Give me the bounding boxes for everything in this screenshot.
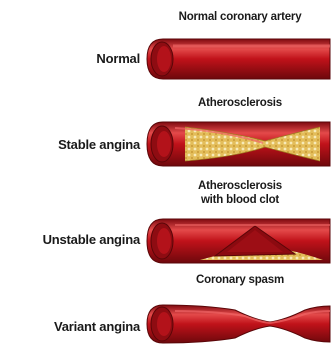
label-normal: Normal (96, 51, 140, 66)
caption-atherosclerosis: Atherosclerosis (150, 96, 330, 110)
label-unstable-angina: Unstable angina (43, 232, 140, 247)
caption-coronary-spasm: Coronary spasm (150, 273, 330, 287)
atherosclerosis-artery-illustration (145, 117, 330, 171)
caption-atherosclerosis-with-blood-clot: Atherosclerosis with blood clot (150, 179, 330, 207)
label-variant-angina: Variant angina (54, 319, 140, 334)
caption-normal-coronary-artery: Normal coronary artery (150, 10, 330, 24)
blood-clot-artery-illustration (145, 214, 330, 268)
coronary-spasm-artery-illustration (145, 302, 330, 346)
normal-artery-illustration (145, 34, 330, 84)
label-stable-angina: Stable angina (58, 137, 140, 152)
